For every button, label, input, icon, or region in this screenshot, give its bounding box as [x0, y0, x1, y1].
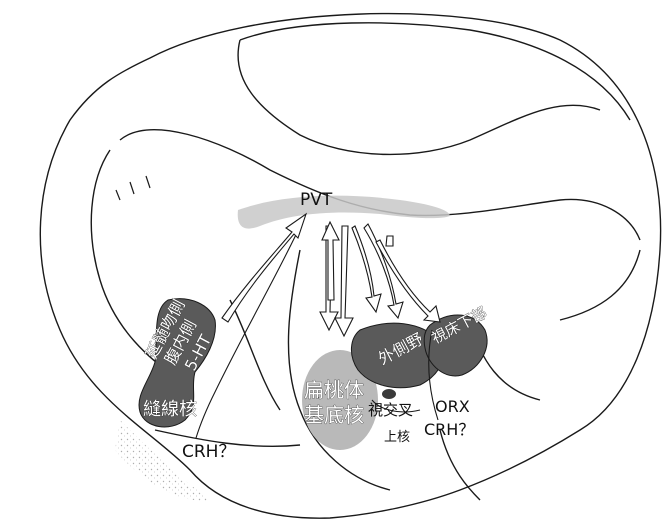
- amygdala-label-line1: 扁桃体: [304, 378, 364, 402]
- sulcus-marks: [116, 176, 150, 200]
- scn-label-line1: 視交叉: [368, 401, 413, 419]
- thalamus-band: [238, 196, 450, 229]
- pvt-label: PVT: [300, 190, 333, 210]
- projection-arrows: [222, 214, 440, 336]
- raphe-nucleus-label: 縫線核: [143, 399, 197, 420]
- amygdala-label-line2: 基底核: [304, 403, 364, 427]
- scn-label-line2: 上核: [384, 430, 410, 445]
- orx-label: ORX: [435, 397, 470, 416]
- crh-left-label: CRH？: [182, 442, 235, 462]
- scn-dot: [382, 389, 396, 399]
- crh-right-label: CRH？: [424, 420, 474, 439]
